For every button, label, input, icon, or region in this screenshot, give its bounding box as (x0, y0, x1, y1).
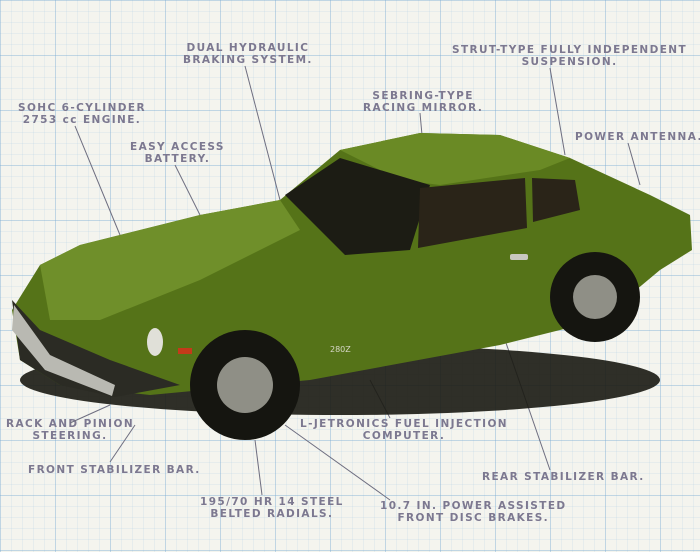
car-badge: 280Z (330, 345, 351, 354)
callout-rear-stabilizer: REAR STABILIZER BAR. (482, 471, 645, 483)
callout-antenna: POWER ANTENNA. (575, 131, 700, 143)
callout-front-stabilizer: FRONT STABILIZER BAR. (28, 464, 201, 476)
